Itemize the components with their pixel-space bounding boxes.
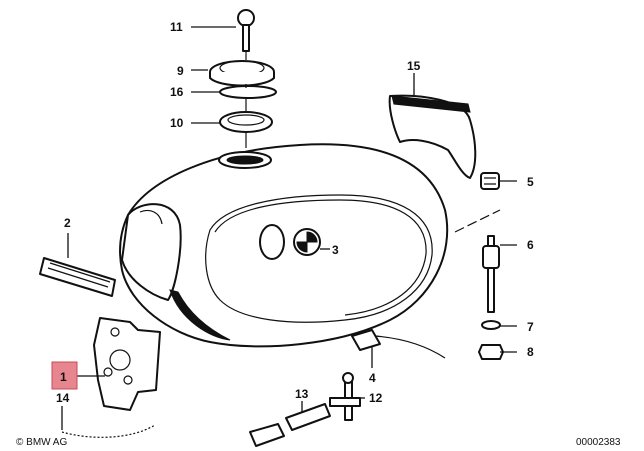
fuel-hose-4 [351, 329, 446, 359]
mount-bolt-6 [482, 235, 500, 313]
label-part-11[interactable]: 11 [170, 20, 183, 34]
knee-pad [39, 257, 116, 297]
mount-axis [454, 209, 501, 233]
label-part-4[interactable]: 4 [369, 371, 376, 385]
nut-8 [478, 344, 504, 360]
fuel-tank [119, 143, 449, 348]
label-part-2[interactable]: 2 [64, 216, 71, 230]
label-part-3[interactable]: 3 [332, 243, 339, 257]
rubber-buffer-5 [480, 172, 500, 190]
bracket-1 [93, 317, 161, 411]
bmw-emblem-icon [293, 228, 321, 256]
diagram-number: 00002383 [576, 437, 621, 448]
label-part-10[interactable]: 10 [170, 116, 184, 130]
part-1-highlight [51, 361, 78, 390]
leader-lines [61, 26, 517, 430]
gasket-16 [219, 85, 277, 99]
copyright-text: © BMW AG [16, 437, 67, 448]
label-part-13[interactable]: 13 [295, 387, 309, 401]
key [237, 9, 255, 52]
label-part-8[interactable]: 8 [527, 345, 534, 359]
label-part-12[interactable]: 12 [369, 391, 383, 405]
label-part-7[interactable]: 7 [527, 320, 534, 334]
seal-ring-10 [219, 111, 273, 133]
label-part-15[interactable]: 15 [407, 59, 421, 73]
label-part-16[interactable]: 16 [170, 85, 184, 99]
label-part-5[interactable]: 5 [527, 175, 534, 189]
label-part-6[interactable]: 6 [527, 238, 534, 252]
fuel-tap-12 [329, 372, 361, 421]
hose-13 [249, 403, 331, 447]
tank-cap [209, 60, 275, 87]
label-part-1[interactable]: 1 [60, 370, 67, 384]
tank-pad [388, 94, 477, 179]
label-part-9[interactable]: 9 [177, 64, 184, 78]
label-part-14[interactable]: 14 [56, 391, 70, 405]
chain-14 [61, 424, 156, 438]
washer-7 [481, 320, 501, 330]
